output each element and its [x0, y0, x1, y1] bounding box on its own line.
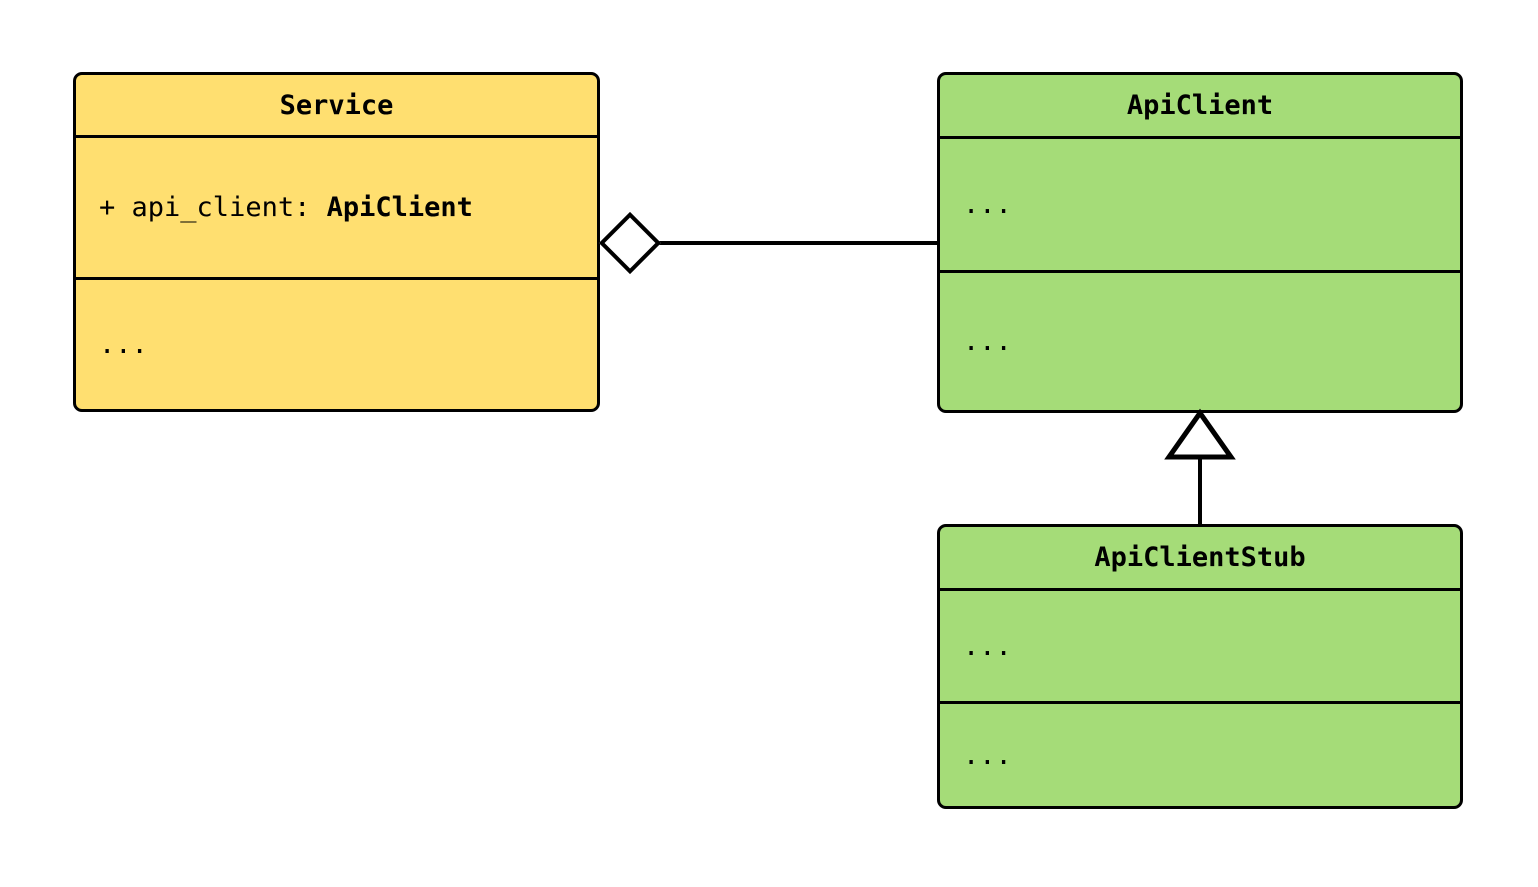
ellipsis-placeholder: ...	[963, 630, 1012, 662]
attribute-spacer	[115, 192, 131, 223]
generalization-edge-apiclientstub-apiclient	[1198, 455, 1202, 526]
class-title-service: Service	[76, 75, 597, 138]
class-title-apiclient: ApiClient	[940, 75, 1460, 139]
class-attributes-apiclientstub: ...	[940, 591, 1460, 701]
aggregation-diamond-icon	[598, 211, 662, 275]
attribute-member-name: api_client	[131, 192, 295, 223]
attribute-separator: :	[294, 192, 327, 223]
class-box-apiclient[interactable]: ApiClient ... ...	[937, 72, 1463, 413]
class-methods-apiclientstub: ...	[940, 701, 1460, 806]
class-attributes-apiclient: ...	[940, 139, 1460, 271]
class-box-service[interactable]: Service + api_client: ApiClient ...	[73, 72, 600, 412]
class-box-apiclientstub[interactable]: ApiClientStub ... ...	[937, 524, 1463, 809]
class-methods-service: ...	[76, 277, 597, 409]
class-attributes-service: + api_client: ApiClient	[76, 138, 597, 277]
inheritance-triangle-icon	[1164, 408, 1236, 460]
ellipsis-placeholder: ...	[963, 739, 1012, 771]
attribute-visibility: +	[99, 192, 116, 223]
attribute-type-apiclient: ApiClient	[326, 192, 473, 223]
ellipsis-placeholder: ...	[963, 189, 1012, 221]
ellipsis-placeholder: ...	[963, 326, 1012, 358]
ellipsis-placeholder: ...	[99, 329, 148, 360]
class-title-apiclientstub: ApiClientStub	[940, 527, 1460, 591]
aggregation-edge-service-apiclient	[659, 241, 939, 245]
class-methods-apiclient: ...	[940, 270, 1460, 410]
